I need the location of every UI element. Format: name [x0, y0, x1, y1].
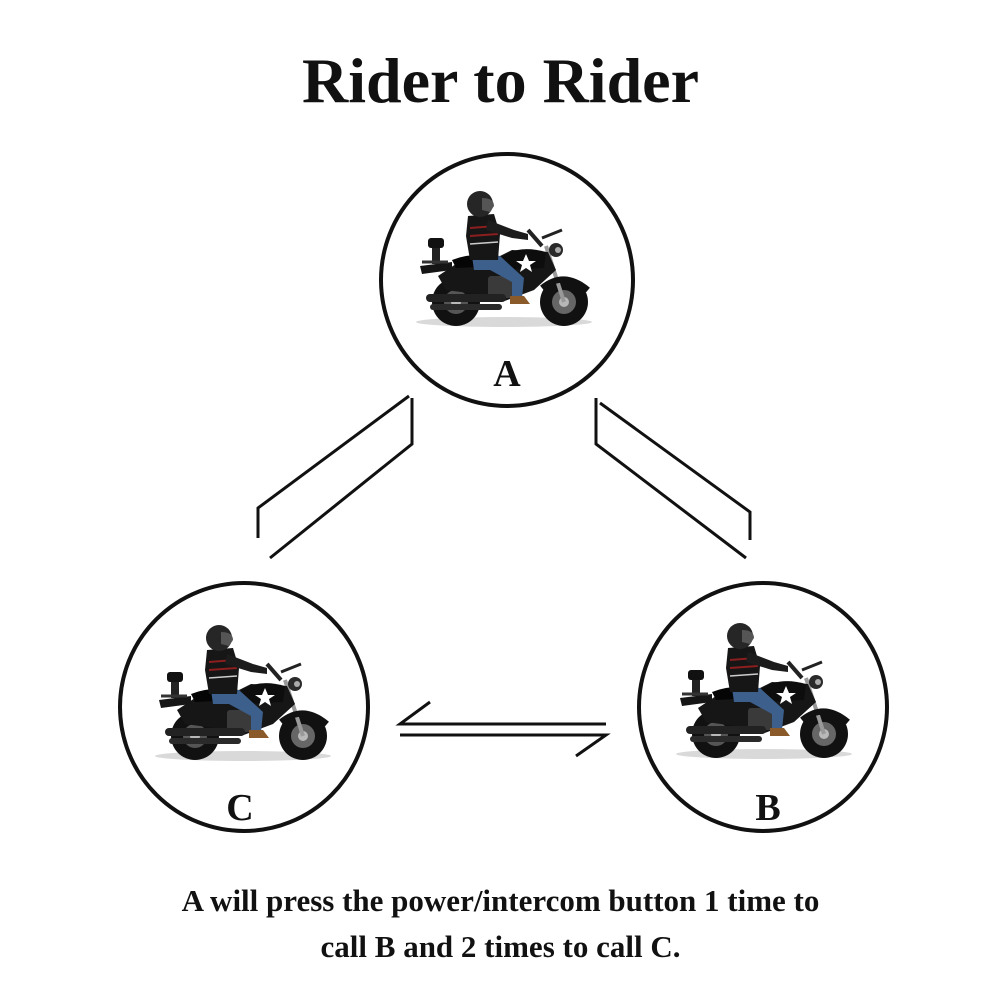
- page-title: Rider to Rider: [302, 45, 699, 116]
- caption-line-2: call B and 2 times to call C.: [320, 929, 681, 964]
- arrow-a-b: [594, 398, 752, 560]
- instruction-caption: A will press the power/intercom button 1…: [0, 878, 1001, 970]
- arrow-a-c: [256, 394, 414, 560]
- caption-line-1: A will press the power/intercom button 1…: [181, 883, 820, 918]
- rider-b-label: B: [755, 787, 780, 829]
- rider-c-node: C: [118, 581, 370, 833]
- rider-a-label: A: [493, 353, 521, 395]
- rider-b-node: B: [637, 581, 889, 833]
- rider-c-label: C: [226, 787, 253, 829]
- arrow-c-b: [395, 700, 611, 758]
- rider-a-node: A: [379, 152, 635, 408]
